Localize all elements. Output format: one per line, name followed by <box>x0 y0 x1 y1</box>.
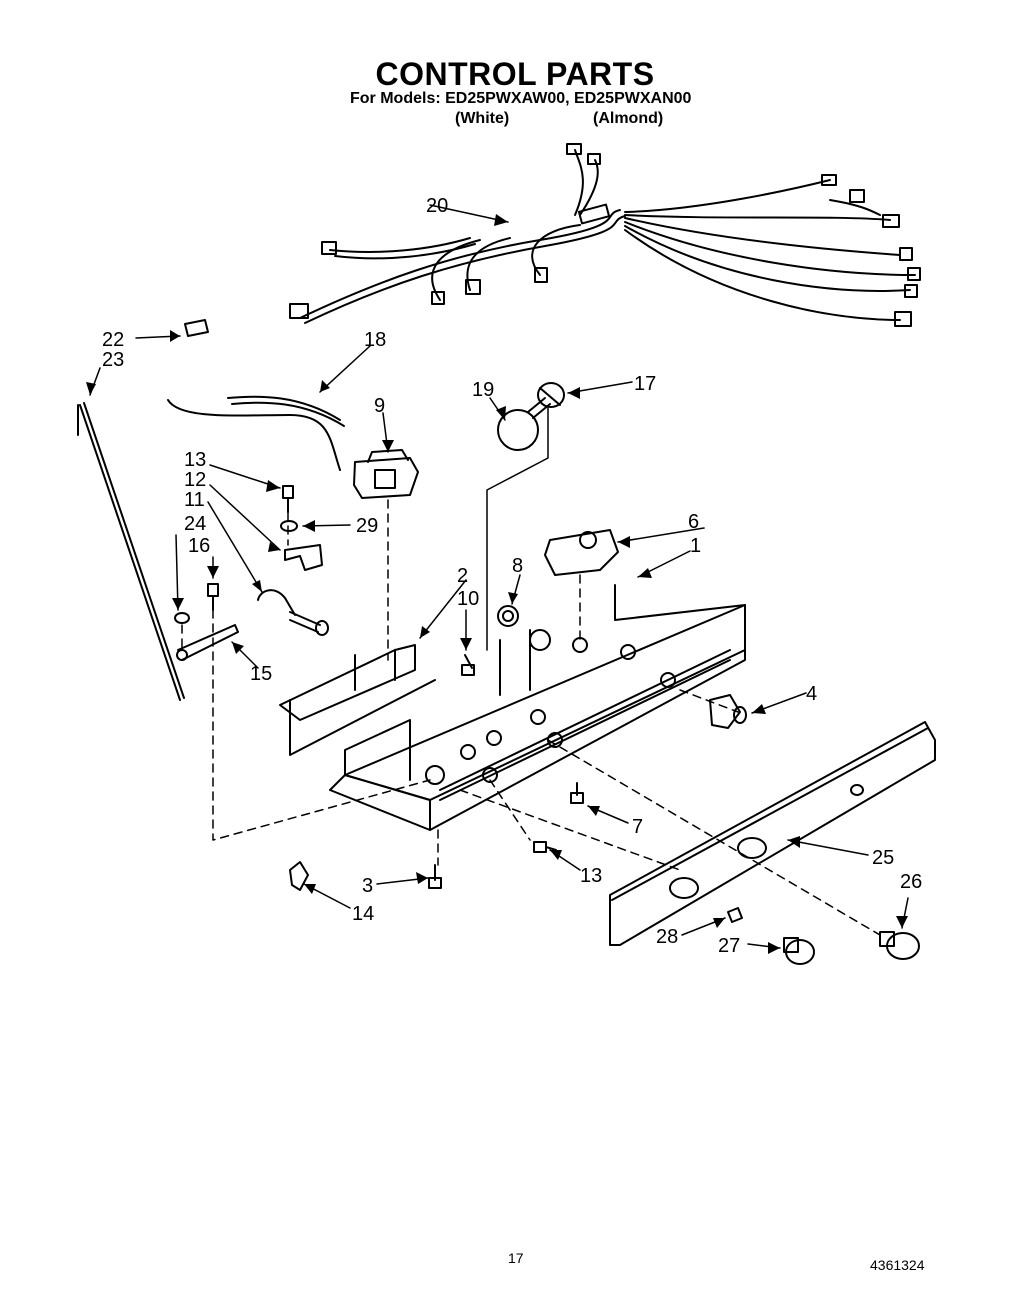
callout-23: 23 <box>102 349 124 371</box>
damper-valve-part <box>257 589 329 636</box>
callout-9: 9 <box>374 395 385 417</box>
clip-part <box>184 319 209 337</box>
control-housing-part <box>329 584 746 831</box>
callout-16: 16 <box>188 535 210 557</box>
callout-29: 29 <box>356 515 378 537</box>
light-switch-part <box>709 694 747 729</box>
light-bulb-part <box>497 397 551 451</box>
defrost-timer-part <box>544 529 619 576</box>
callout-12: 12 <box>184 469 206 491</box>
knob-26-part <box>879 931 920 960</box>
callout-13-upper: 13 <box>184 449 206 471</box>
callout-1: 1 <box>690 535 701 557</box>
control-lever-part <box>176 624 239 661</box>
housing-screw-part <box>570 782 584 804</box>
callout-24: 24 <box>184 513 206 535</box>
callout-20: 20 <box>426 195 448 217</box>
lever-screw-part <box>207 583 219 611</box>
callout-22: 22 <box>102 329 124 351</box>
callout-27: 27 <box>718 935 740 957</box>
callout-14: 14 <box>352 903 374 925</box>
callout-7: 7 <box>632 816 643 838</box>
wiring-harness-part <box>289 143 921 327</box>
knob-27-part <box>783 937 815 965</box>
callout-3: 3 <box>362 875 373 897</box>
lever-washer-part <box>174 612 190 624</box>
callout-2: 2 <box>457 565 468 587</box>
document-number: 4361324 <box>870 1257 925 1273</box>
callout-13-lower: 13 <box>580 865 602 887</box>
callout-18: 18 <box>364 329 386 351</box>
callout-28: 28 <box>656 926 678 948</box>
callout-8: 8 <box>512 555 523 577</box>
callout-11: 11 <box>184 489 205 511</box>
callout-25: 25 <box>872 847 894 869</box>
model-list: For Models: ED25PWXAW00, ED25PWXAN00 <box>350 90 692 107</box>
screw-part <box>282 485 294 513</box>
page-header: CONTROL PARTS For Models: ED25PWXAW00, E… <box>0 0 1036 140</box>
socket-wire <box>486 407 549 651</box>
panel-screw-part <box>533 841 557 853</box>
callout-19: 19 <box>472 379 494 401</box>
callout-6: 6 <box>688 511 699 533</box>
callout-10: 10 <box>457 588 479 610</box>
retainer-28-part <box>727 907 743 923</box>
lamp-socket-part <box>537 382 565 408</box>
callout-4: 4 <box>806 683 817 705</box>
thermostat-part <box>353 449 419 499</box>
control-rod-part <box>77 402 185 701</box>
page-number: 17 <box>508 1250 524 1266</box>
callout-26: 26 <box>900 871 922 893</box>
clamp-part <box>284 544 323 571</box>
bracket-screw-part <box>461 654 475 676</box>
page-title: CONTROL PARTS <box>375 56 655 92</box>
mounting-bracket-part <box>279 644 436 756</box>
variant-almond-label: (Almond) <box>593 110 664 127</box>
base-screw-part <box>428 864 442 889</box>
grommet-part <box>497 605 519 627</box>
washer-part <box>280 520 298 532</box>
variant-white-label: (White) <box>455 110 510 127</box>
control-panel-part <box>609 721 936 946</box>
callout-17: 17 <box>634 373 656 395</box>
capillary-tube-part <box>167 395 345 471</box>
wire-clip-part <box>289 861 309 891</box>
callout-15: 15 <box>250 663 272 685</box>
